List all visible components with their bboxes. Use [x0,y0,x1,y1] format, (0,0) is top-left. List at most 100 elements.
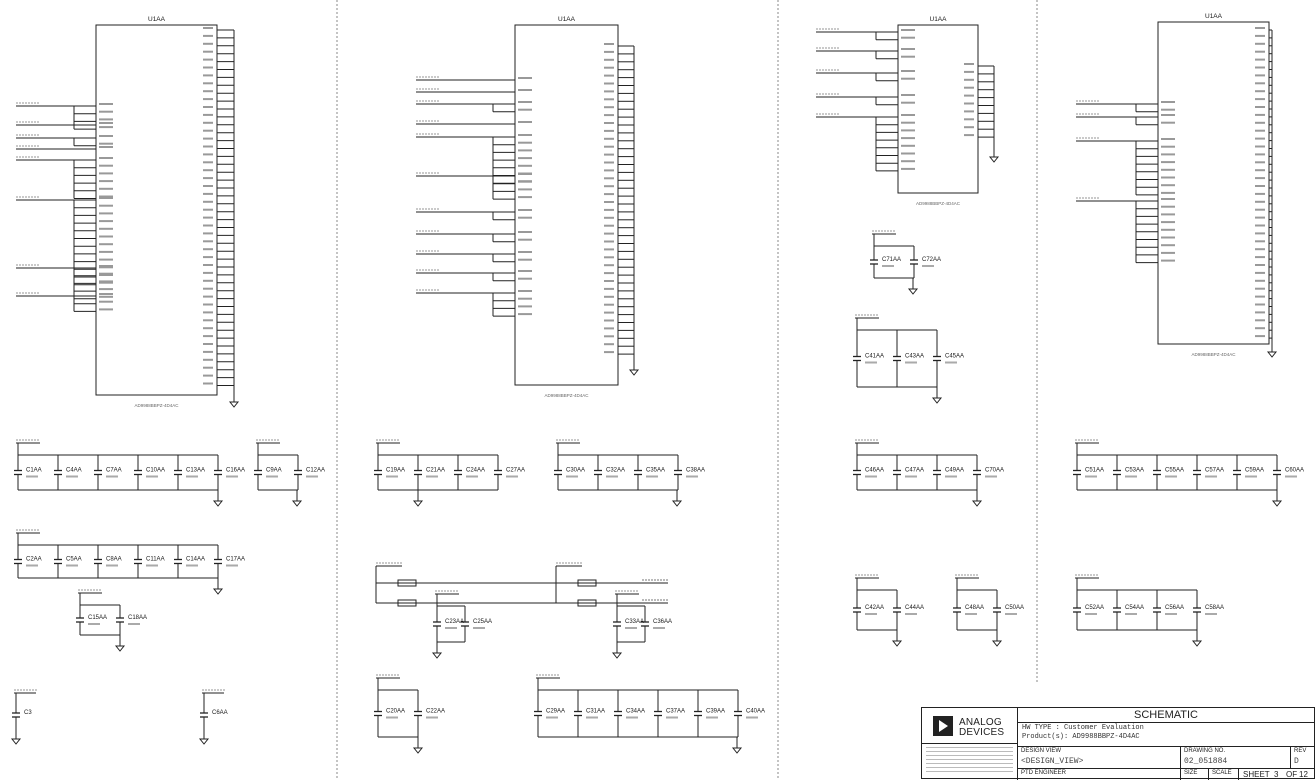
pin-name-glyph [964,63,974,65]
pin-name-glyph [518,290,532,292]
ic-part-number: AD9988BBPZ-4D4AC [916,201,961,206]
capacitor-ref: C23AA [445,619,464,625]
of-label: OF [1286,770,1298,779]
pin-name-glyph [203,58,213,61]
pin-name-glyph [99,172,113,175]
cap-value-glyph [466,475,478,478]
pin-name-glyph [203,366,213,369]
pin-name-glyph [99,126,113,129]
net-label-icon [14,689,37,694]
cap-value-glyph [945,361,957,364]
capacitor: C12AA [294,455,325,490]
pin-name-glyph [604,161,614,164]
design-view-label: DESIGN VIEW [1021,748,1062,754]
cap-value-glyph [426,475,438,478]
cap-value-glyph [426,716,438,719]
pin-name-glyph [518,173,532,175]
size-label: SIZE [1184,770,1198,776]
pin-name-glyph [203,343,213,345]
capacitor-ref: C53AA [1125,468,1144,474]
pin-name-glyph [99,288,113,291]
capacitor-ref: C32AA [606,468,625,474]
cap-value-glyph [1205,475,1217,478]
capacitor: C44AA [893,590,924,630]
pin-name-glyph [1255,82,1265,85]
hw-type: HW TYPE : Customer Evaluation [1022,724,1144,732]
net-label-icon [16,529,40,534]
pin-name-glyph [1161,108,1175,111]
pin-name-glyph [203,42,213,45]
pin-name-glyph [203,50,213,53]
pin-name-glyph [518,209,532,211]
ground-icon [988,151,1000,163]
capacitor: C72AA [910,246,941,278]
pin-name-glyph [99,243,113,246]
pin-name-glyph [901,137,915,140]
pin-name-glyph [99,258,113,261]
capacitor: C29AA [534,690,565,737]
cap-value-glyph [746,716,758,719]
cap-value-glyph [266,475,278,478]
pin-name-glyph [203,200,213,203]
capacitor: C16AA [214,455,245,490]
pin-name-glyph [1255,121,1265,124]
pin-name-glyph [901,167,915,170]
capacitor-single: C6AA [198,689,228,745]
pin-name-glyph [1161,114,1175,116]
pin-name-glyph [203,271,213,274]
pin-name-glyph [99,142,113,145]
capacitor: C56AA [1153,590,1184,630]
net-label-icon [16,196,40,201]
pin-name-glyph [604,90,614,93]
ground-icon [1266,346,1278,358]
capacitor-ref: C70AA [985,468,1004,474]
pin-name-glyph [1161,161,1175,164]
capacitor-ref: C24AA [466,468,485,474]
pin-name-glyph [1255,161,1265,164]
capacitor-ref: C47AA [905,468,924,474]
pin-name-glyph [1255,248,1265,251]
pin-name-glyph [203,311,213,314]
ground-triangle [431,652,443,659]
pin-name-glyph [203,129,213,132]
net-label-icon [376,439,400,444]
capacitor-ref: C43AA [905,354,924,360]
pin-name-glyph [99,308,113,311]
pin-name-glyph [1255,50,1265,53]
pin-name-glyph [203,66,213,69]
pin-name-glyph [604,216,614,219]
ground-icon [931,392,943,404]
capacitor-ref: C14AA [186,557,205,563]
net-label-icon [816,93,840,98]
pin-name-glyph [99,250,113,253]
ground-triangle [198,738,210,745]
cap-value-glyph [566,475,578,478]
capacitor-ref: C31AA [586,709,605,715]
ic-body [897,24,979,194]
pin-name-glyph [604,169,614,172]
product-line: Product(s): AD9988BBPZ-4D4AC [1022,733,1140,741]
net-label-icon [816,113,840,118]
pin-name-glyph [203,224,213,227]
ground-triangle [114,645,126,652]
pin-name-glyph [203,27,213,29]
net-label-icon [816,69,840,74]
ferrite-bead-icon [397,579,417,587]
ic-body [514,24,619,386]
capacitor: C51AA [1073,455,1104,490]
pin-name-glyph [99,164,113,167]
capacitor: C53AA [1113,455,1144,490]
pin-name-glyph [1255,98,1265,101]
pin-name-glyph [964,126,974,129]
pin-name-glyph [1161,213,1175,216]
pin-name-glyph [1255,200,1265,203]
capacitor-ref: C6AA [212,710,228,716]
pin-name-glyph [99,180,113,183]
pin-name-glyph [604,351,614,354]
cap-value-glyph [546,716,558,719]
pin-name-glyph [99,293,113,295]
capacitor: C55AA [1153,455,1184,490]
ground-triangle [907,288,919,295]
net-label-icon [855,574,879,579]
